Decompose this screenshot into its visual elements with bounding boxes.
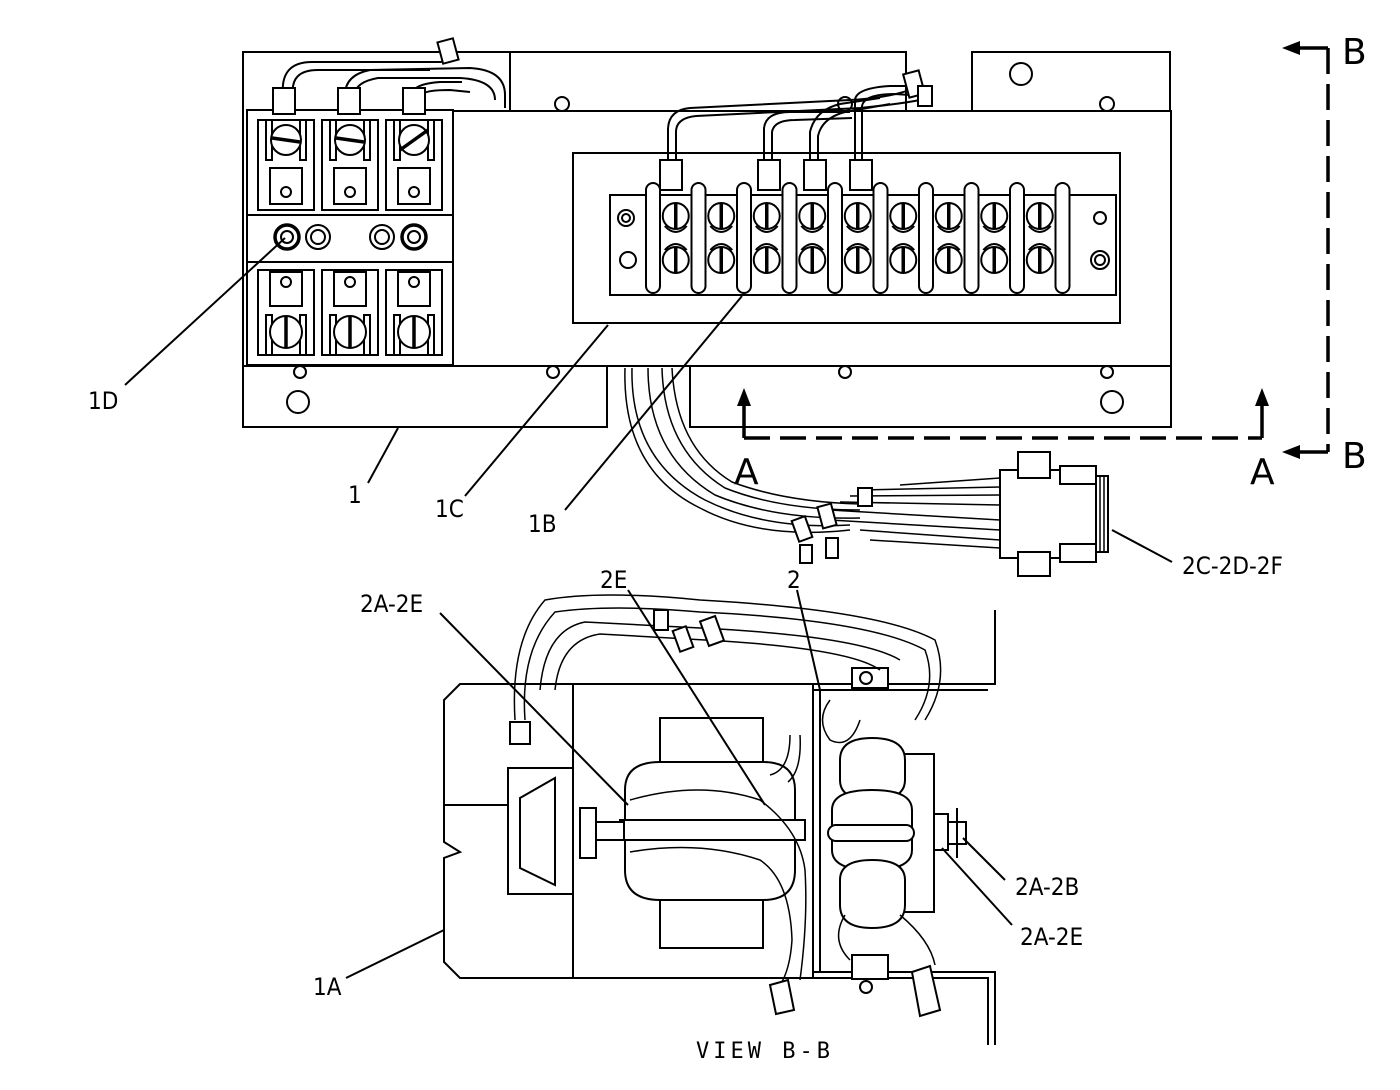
callout-1d: 1D	[88, 387, 118, 415]
section-mark-b-bottom: B	[1342, 436, 1367, 477]
leader-2e	[627, 589, 766, 806]
leader-1d	[124, 237, 286, 386]
leader-2a-2b	[962, 837, 1006, 881]
callout-1b: 1B	[528, 510, 557, 538]
callout-2: 2	[787, 566, 801, 594]
terminal-barrier	[781, 182, 798, 294]
terminal-barrier	[645, 182, 661, 294]
fuse-clip	[257, 119, 315, 356]
section-mark-b-top: B	[1342, 32, 1367, 73]
callout-1: 1	[348, 481, 362, 509]
leader-2a-2e-top	[439, 612, 629, 806]
callout-2e: 2E	[600, 566, 627, 594]
leader-1c	[464, 324, 609, 497]
callout-2a-2b: 2A-2B	[1015, 873, 1079, 901]
terminal-barrier	[1054, 182, 1071, 294]
fuse-holder-1d	[246, 109, 454, 366]
terminal-strip-1b	[609, 182, 1117, 296]
callout-1a: 1A	[313, 973, 342, 1001]
callout-1c: 1C	[435, 495, 464, 523]
leader-2c-2d-2f	[1111, 529, 1173, 563]
rear-mounting-plate	[509, 51, 907, 113]
fuse-clip	[321, 119, 379, 356]
connector-2c-2d-2f	[999, 451, 1109, 577]
rear-mounting-plate-right	[971, 51, 1171, 113]
view-b-b	[345, 589, 1013, 1045]
fuse-clip	[385, 119, 443, 356]
callout-2a-2e-right: 2A-2E	[1020, 923, 1083, 951]
section-mark-a-right: A	[1250, 452, 1275, 493]
leader-2a-2e-right	[941, 847, 1013, 926]
terminal-barrier	[872, 182, 889, 294]
terminal-barrier	[1009, 182, 1025, 294]
leader-1a	[345, 929, 445, 979]
section-mark-a-left: A	[734, 452, 759, 493]
fuse-wiring	[272, 37, 506, 115]
wire-harness	[624, 367, 1001, 564]
terminal-barrier	[690, 182, 707, 294]
leader-2	[796, 589, 821, 691]
section-indicators	[737, 41, 1330, 459]
view-caption: VIEW B-B	[696, 1039, 834, 1064]
callout-2a-2e-top: 2A-2E	[360, 590, 423, 618]
terminal-barrier	[736, 182, 752, 294]
top-assembly	[124, 37, 1173, 577]
terminal-barrier	[827, 182, 843, 294]
terminal-barrier	[963, 182, 980, 294]
terminal-barrier	[918, 182, 934, 294]
callout-2c-2d-2f: 2C-2D-2F	[1182, 552, 1283, 580]
terminal-wiring	[659, 69, 933, 191]
leader-1b	[564, 295, 743, 511]
leader-1	[367, 427, 399, 484]
